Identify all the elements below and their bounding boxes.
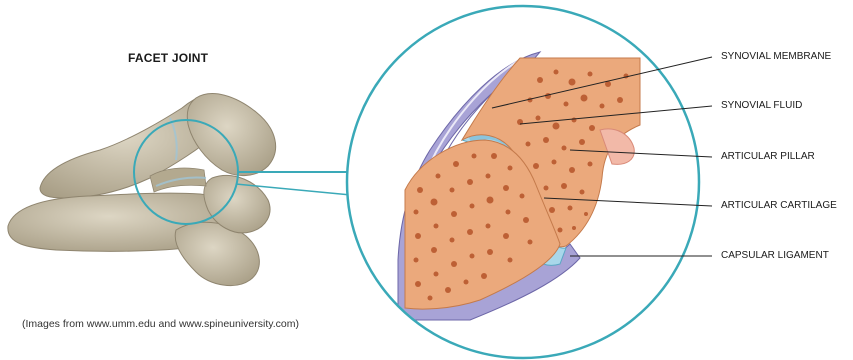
label-articular-pillar: ARTICULAR PILLAR (721, 151, 815, 162)
figure-title: FACET JOINT (128, 51, 208, 65)
label-capsular-ligament: CAPSULAR LIGAMENT (721, 250, 829, 261)
label-synovial-membrane: SYNOVIAL MEMBRANE (721, 51, 831, 62)
image-credit: (Images from www.umm.edu and www.spineun… (22, 318, 299, 330)
label-synovial-fluid: SYNOVIAL FLUID (721, 100, 802, 111)
label-articular-cartilage: ARTICULAR CARTILAGE (721, 200, 837, 211)
